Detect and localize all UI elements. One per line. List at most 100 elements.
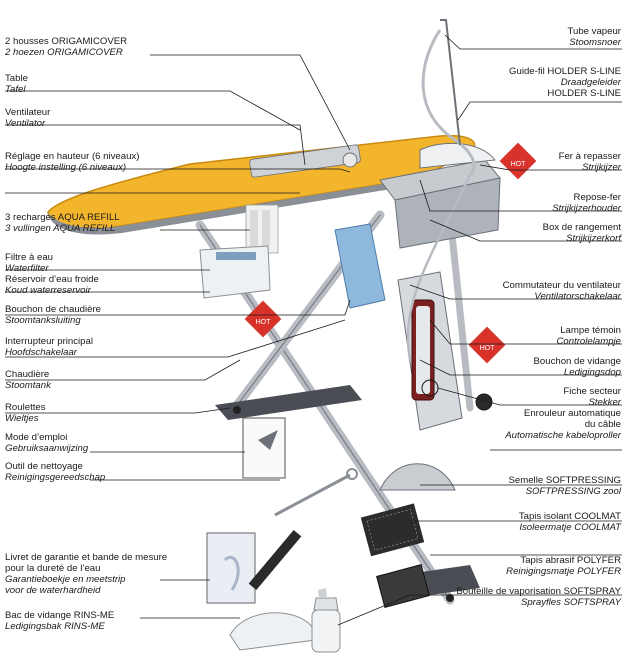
- label-fr: Ventilateur: [5, 107, 51, 118]
- label-plug: Fiche secteur Stekker: [563, 386, 621, 408]
- label-fr: Enrouleur automatique: [523, 408, 621, 419]
- label-cleaning: Outil de nettoyage Reinigingsgereedschap: [5, 461, 105, 483]
- cleaning-tool: [274, 473, 351, 517]
- label-storage: Box de rangement Strijkijzerkorf: [543, 222, 621, 244]
- label-fr: Fiche secteur: [563, 386, 621, 397]
- label-fr: Réservoir d’eau froide: [5, 274, 99, 285]
- label-nl: Stekker: [588, 397, 621, 408]
- label-nl: Reinigingsmatje POLYFER: [506, 566, 621, 577]
- label-fr: Tapis isolant COOLMAT: [518, 511, 621, 522]
- label-fr: Outil de nettoyage: [5, 461, 83, 472]
- leader-lines: [5, 34, 622, 626]
- label-spray: Bouteille de vaporisation SOFTSPRAY Spra…: [456, 586, 621, 608]
- label-nl: Strijkijzer: [582, 162, 621, 173]
- label-abrasive: Tapis abrasif POLYFER Reinigingsmatje PO…: [506, 555, 621, 577]
- label-fr: Bouchon de vidange: [533, 356, 621, 367]
- label-boilercap: Bouchon de chaudière Stoomtanksluiting: [5, 304, 101, 326]
- label-fr: Guide-fil HOLDER S-LINE: [509, 66, 621, 77]
- label-nl: Waterfilter: [5, 263, 49, 274]
- label-fanswitch: Commutateur du ventilateur Ventilatorsch…: [503, 280, 621, 302]
- label-fr: Tapis abrasif POLYFER: [520, 555, 621, 566]
- label-nl: voor de waterhardheid: [5, 585, 101, 596]
- coolmat: [360, 503, 425, 557]
- label-fr: 2 housses ORIGAMICOVER: [5, 36, 128, 47]
- user-manual: [242, 417, 286, 479]
- label-nl: Strijkijzerhouder: [552, 203, 621, 214]
- label-reel: Enrouleur automatique du câble Automatis…: [505, 408, 621, 441]
- label-nl: Ventilatorschakelaar: [534, 291, 621, 302]
- water-filter: [199, 245, 271, 299]
- label-fr: Lampe témoin: [560, 325, 621, 336]
- label-table: Table Tafel: [5, 73, 28, 95]
- label-fr: Tube vapeur: [567, 26, 621, 37]
- label-filter: Filtre à eau Waterfilter: [5, 252, 53, 274]
- label-boiler: Chaudière Stoomtank: [5, 369, 51, 391]
- polyfer-mat: [376, 563, 430, 609]
- label-holder: Guide-fil HOLDER S-LINE Draadgeleider HO…: [509, 66, 621, 99]
- label-reservoir: Réservoir d’eau froide Koud waterreservo…: [5, 274, 99, 296]
- label-fr: Box de rangement: [542, 222, 621, 233]
- label-fr: 3 recharges AQUA REFILL: [5, 212, 120, 223]
- label-nl: Reinigingsgereedschap: [5, 472, 106, 483]
- label-fr: Chaudière: [5, 369, 50, 380]
- label-nl: Ledigingsbak RINS-ME: [5, 621, 105, 632]
- label-height: Réglage en hauteur (6 niveaux) Hoogte in…: [5, 151, 139, 173]
- label-nl: Ledigingsdop: [563, 367, 621, 378]
- label-fr: Repose-fer: [573, 192, 621, 203]
- label-iron: Fer à repasser Strijkijzer: [559, 151, 621, 173]
- label-nl: SOFTPRESSING zool: [525, 486, 621, 497]
- aqua-refill-cartridges: [245, 204, 279, 254]
- label-nl: Draadgeleider: [560, 77, 621, 88]
- label-wheels: Roulettes Wieltjes: [5, 402, 46, 424]
- label-nl: Stoomtanksluiting: [5, 315, 81, 326]
- label-nl: Controlelampje: [556, 336, 621, 347]
- label-fr: Livret de garantie et bande de mesure: [5, 552, 168, 563]
- label-nl: 3 vullingen AQUA REFILL: [5, 223, 116, 234]
- iron-rest: [379, 142, 501, 249]
- label-tube: Tube vapeur Stoomsnoer: [567, 26, 621, 48]
- label-nl: Sprayfles SOFTSPRAY: [520, 597, 621, 608]
- label-fr: Filtre à eau: [5, 252, 53, 263]
- svg-text:HOT: HOT: [511, 161, 527, 168]
- softpressing-soleplate: [379, 463, 456, 491]
- label-fr: pour la dureté de l’eau: [5, 563, 101, 574]
- cable-reel-marker: [475, 393, 493, 411]
- label-nl: Garantieboekje en meetstrip: [5, 574, 126, 585]
- label-fr: Bouchon de chaudière: [5, 304, 102, 315]
- label-nl: Strijkijzerkorf: [566, 233, 621, 244]
- label-nl: Gebruiksaanwijzing: [5, 443, 89, 454]
- label-nl: HOLDER S-LINE: [547, 88, 621, 99]
- svg-text:HOT: HOT: [256, 319, 272, 326]
- label-fr: Bouteille de vaporisation SOFTSPRAY: [456, 586, 621, 597]
- label-fr: Commutateur du ventilateur: [502, 280, 621, 291]
- steam-tube: [421, 29, 476, 177]
- label-rest: Repose-fer Strijkijzerhouder: [552, 192, 621, 214]
- cord-holder-pole: [440, 19, 461, 146]
- label-fan: Ventilateur Ventilator: [5, 107, 50, 129]
- label-covers: 2 housses ORIGAMICOVER 2 hoezen ORIGAMIC…: [5, 36, 127, 58]
- label-fr: Semelle SOFTPRESSING: [508, 475, 622, 486]
- hot-warning-icon: HOT: [499, 142, 537, 180]
- label-fr: Réglage en hauteur (6 niveaux): [5, 151, 140, 162]
- label-nl: Automatische kabeloproller: [505, 430, 621, 441]
- warranty-booklet: [206, 532, 256, 604]
- label-fr: Interrupteur principal: [5, 336, 93, 347]
- label-fr: Roulettes: [5, 402, 46, 413]
- hardness-test-strip: [248, 529, 302, 591]
- label-nl: Hoofdschakelaar: [5, 347, 77, 358]
- label-fr: Fer à repasser: [558, 151, 621, 162]
- label-nl: Koud waterreservoir: [5, 285, 91, 296]
- softspray-bottle: [311, 588, 341, 653]
- label-warranty: Livret de garantie et bande de mesure po…: [5, 552, 167, 596]
- label-nl: Hoogte instelling (6 niveaux): [5, 162, 127, 173]
- label-nl: Stoomsnoer: [569, 37, 621, 48]
- label-manual: Mode d’emploi Gebruiksaanwijzing: [5, 432, 88, 454]
- label-nl: Ventilator: [5, 118, 46, 129]
- hot-warning-icon: HOT: [244, 300, 282, 338]
- label-nl: Wieltjes: [5, 413, 39, 424]
- hot-warning-icon: HOT: [468, 326, 506, 364]
- label-soleplate: Semelle SOFTPRESSING SOFTPRESSING zool: [509, 475, 622, 497]
- label-drain: Bouchon de vidange Ledigingsdop: [534, 356, 621, 378]
- label-fr: Mode d’emploi: [5, 432, 68, 443]
